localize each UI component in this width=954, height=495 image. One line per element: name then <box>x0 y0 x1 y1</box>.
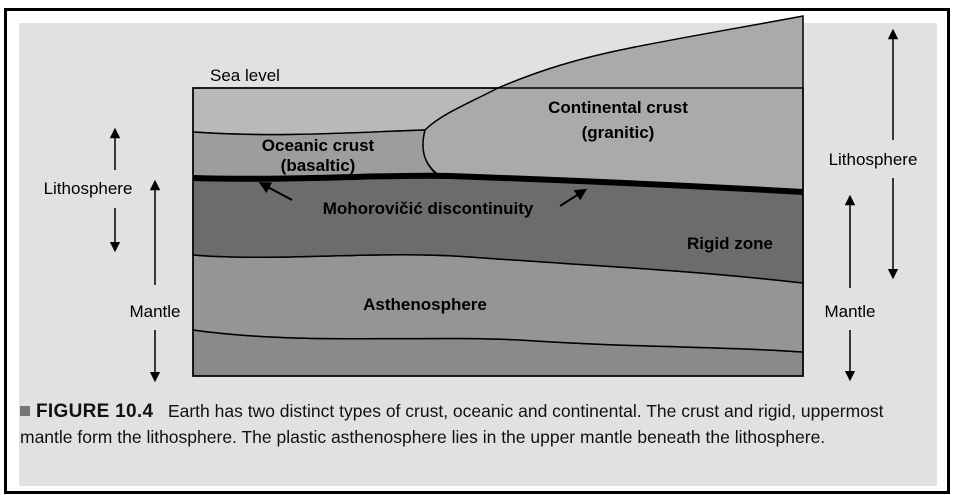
oceanic-crust-sublabel: (basaltic) <box>281 156 356 175</box>
sea-level-label: Sea level <box>210 66 280 85</box>
left-lithosphere-label: Lithosphere <box>44 179 133 198</box>
rigid-zone-label: Rigid zone <box>687 234 773 253</box>
continental-crust-sublabel: (granitic) <box>582 123 655 142</box>
figure-number: FIGURE 10.4 <box>36 401 153 422</box>
asthenosphere-label: Asthenosphere <box>363 295 487 314</box>
continental-crust-label: Continental crust <box>548 98 688 117</box>
oceanic-crust-label: Oceanic crust <box>262 136 375 155</box>
left-mantle-label: Mantle <box>129 302 180 321</box>
right-mantle-label: Mantle <box>824 302 875 321</box>
moho-label: Mohorovičić discontinuity <box>323 199 534 218</box>
right-lithosphere-label: Lithosphere <box>829 150 918 169</box>
figure-caption: FIGURE 10.4 Earth has two distinct types… <box>20 399 930 449</box>
caption-bullet-icon <box>20 406 30 416</box>
